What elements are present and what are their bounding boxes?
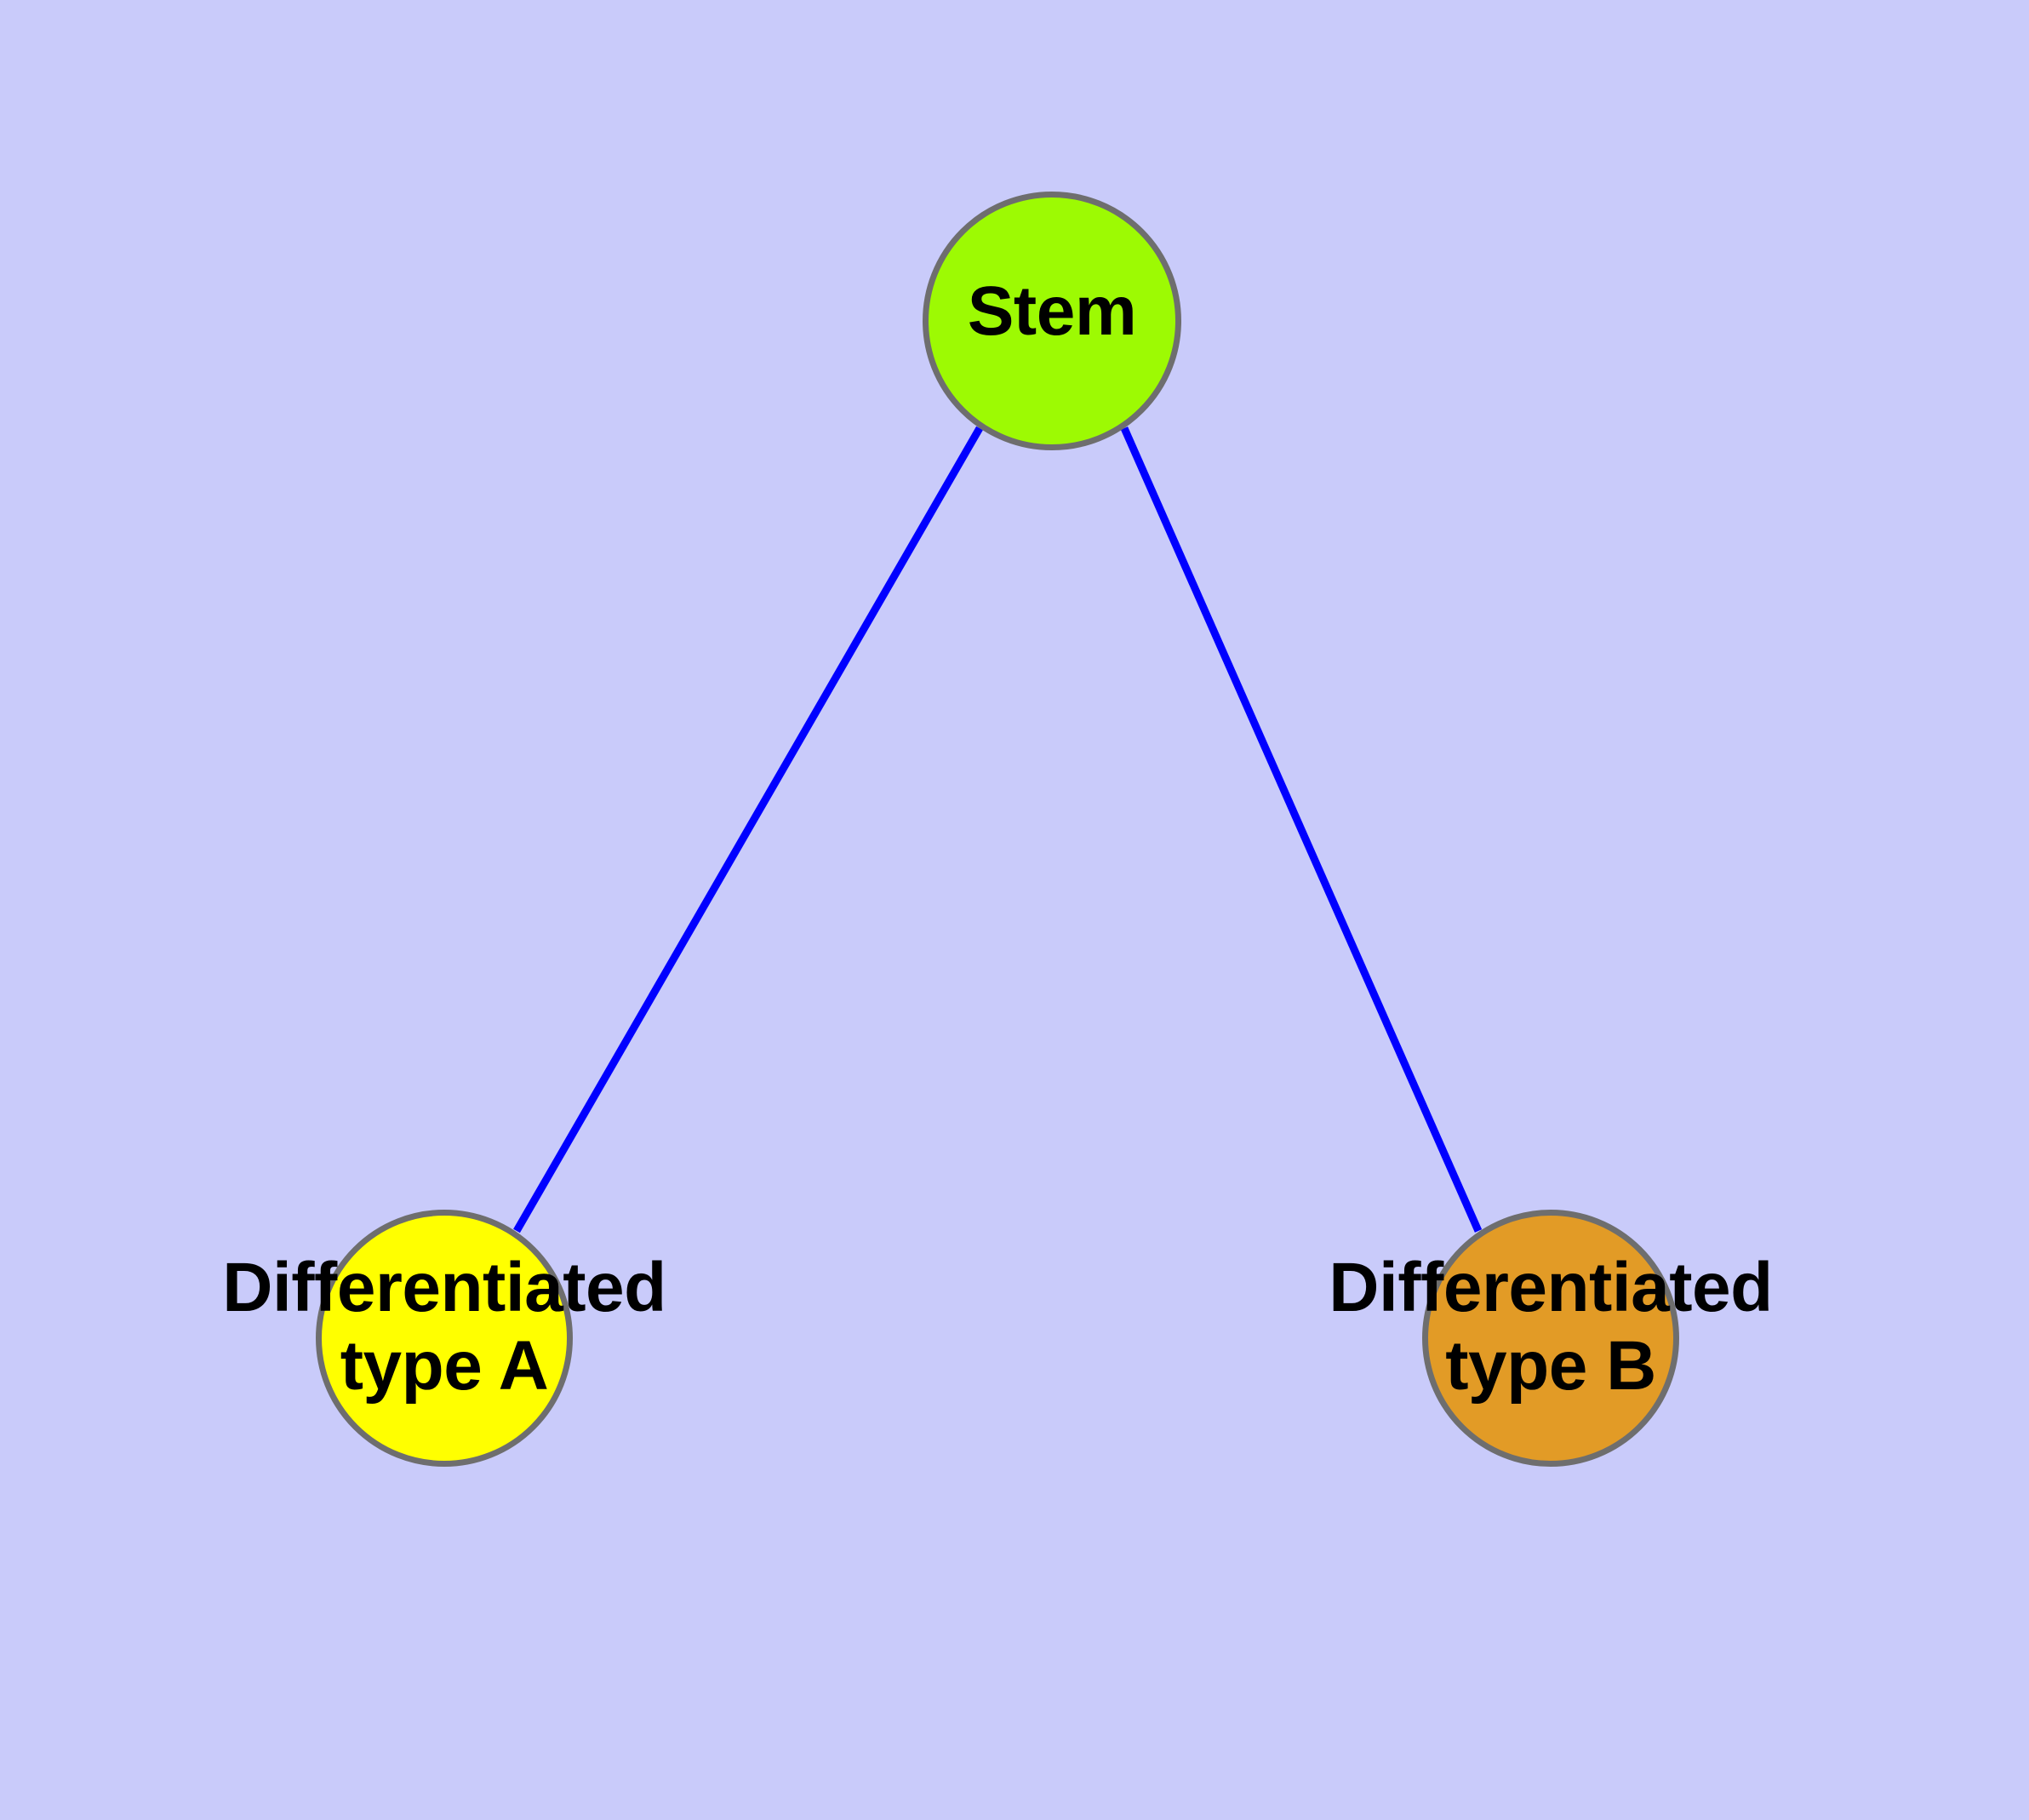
node-differentiated-type-b[interactable]	[1422, 1210, 1679, 1467]
node-stem[interactable]	[923, 192, 1181, 450]
edge-stem-to-differentiated-type-b	[1120, 426, 1483, 1233]
edge-stem-to-differentiated-type-a	[513, 426, 983, 1233]
node-differentiated-type-a[interactable]	[316, 1210, 573, 1467]
